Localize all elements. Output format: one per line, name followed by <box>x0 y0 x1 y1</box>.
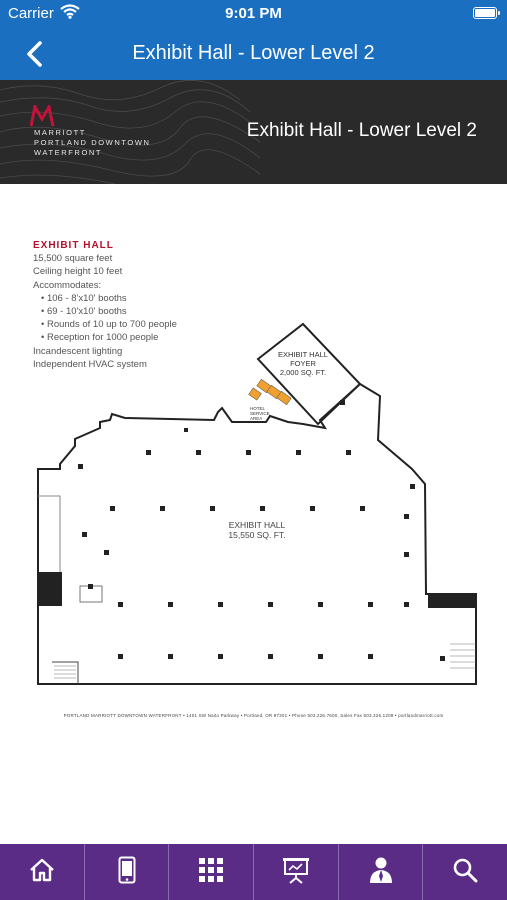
mobile-device-icon <box>118 856 136 889</box>
bottom-tab-bar <box>0 844 507 900</box>
bullet-text: 106 - 8'x10' booths <box>46 292 127 304</box>
chevron-left-icon <box>20 41 52 74</box>
bullet-text: 69 - 10'x10' booths <box>46 306 127 318</box>
brand-line-2: PORTLAND DOWNTOWN <box>34 138 151 147</box>
bullet-text: Rounds of 10 up to 700 people <box>46 319 177 331</box>
brand-line-1: MARRIOTT <box>34 128 86 137</box>
hall-info-bullet: • Reception for 1000 people <box>41 332 159 344</box>
status-time: 9:01 PM <box>225 5 282 22</box>
hall-info-heading: EXHIBIT HALL <box>33 240 114 251</box>
tab-presentation[interactable] <box>254 844 339 900</box>
hall-label: EXHIBIT HALL 15,550 SQ. FT. <box>212 520 302 540</box>
person-icon <box>368 856 394 889</box>
tab-search[interactable] <box>423 844 507 900</box>
hall-info-bullet: • 106 - 8'x10' booths <box>41 292 127 304</box>
tab-home[interactable] <box>0 844 85 900</box>
hall-info-line: Incandescent lighting <box>33 345 123 357</box>
marriott-logo-icon <box>29 102 58 132</box>
banner-title: Exhibit Hall - Lower Level 2 <box>246 120 477 141</box>
tab-mobile[interactable] <box>85 844 170 900</box>
nav-title: Exhibit Hall - Lower Level 2 <box>132 42 375 64</box>
service-area-label: HOTEL SERVICE AREA <box>250 406 270 421</box>
battery-icon <box>473 7 500 19</box>
brand-wordmark: MARRIOTT PORTLAND DOWNTOWN WATERFRONT <box>34 128 151 158</box>
presentation-board-icon <box>282 856 310 889</box>
status-bar: Carrier 9:01 PM <box>0 0 507 28</box>
foyer-size: 2,000 SQ. FT. <box>279 368 327 377</box>
foyer-label: EXHIBIT HALL FOYER 2,000 SQ. FT. <box>272 350 334 377</box>
foyer-name: EXHIBIT HALL <box>278 350 328 359</box>
hall-info-line: 15,500 square feet <box>33 253 113 265</box>
hall-info-line: Independent HVAC system <box>33 358 147 370</box>
floor-plan-area[interactable]: EXHIBIT HALL 15,500 square feet Ceiling … <box>0 184 507 844</box>
hall-info-panel: EXHIBIT HALL 15,500 square feet Ceiling … <box>33 239 177 371</box>
floor-plan-drawing <box>37 322 477 685</box>
hall-name: EXHIBIT HALL <box>228 520 286 530</box>
wifi-icon <box>60 4 80 23</box>
plan-footer: PORTLAND MARRIOTT DOWNTOWN WATERFRONT • … <box>63 713 444 718</box>
tab-person[interactable] <box>339 844 424 900</box>
back-button[interactable] <box>20 38 52 70</box>
home-icon <box>29 858 55 887</box>
venue-banner: MARRIOTT PORTLAND DOWNTOWN WATERFRONT Ex… <box>0 80 507 184</box>
foyer-name-2: FOYER <box>290 359 316 368</box>
navigation-bar: Exhibit Hall - Lower Level 2 <box>0 28 507 80</box>
grid-apps-icon <box>198 857 224 888</box>
carrier-label: Carrier <box>8 5 54 22</box>
exhibit-hall-outline <box>37 382 477 685</box>
hall-size: 15,550 SQ. FT. <box>228 530 286 540</box>
brand-line-3: WATERFRONT <box>34 148 103 157</box>
hall-info-line: Accommodates: <box>33 279 102 291</box>
tab-grid[interactable] <box>169 844 255 900</box>
column-markers <box>78 400 445 661</box>
bullet-text: Reception for 1000 people <box>46 332 159 344</box>
hall-info-bullet: • Rounds of 10 up to 700 people <box>41 319 177 331</box>
foyer-outline <box>256 322 362 426</box>
search-icon <box>452 857 478 888</box>
hall-info-bullet: • 69 - 10'x10' booths <box>41 306 127 318</box>
hall-info-line: Ceiling height 10 feet <box>33 266 123 278</box>
